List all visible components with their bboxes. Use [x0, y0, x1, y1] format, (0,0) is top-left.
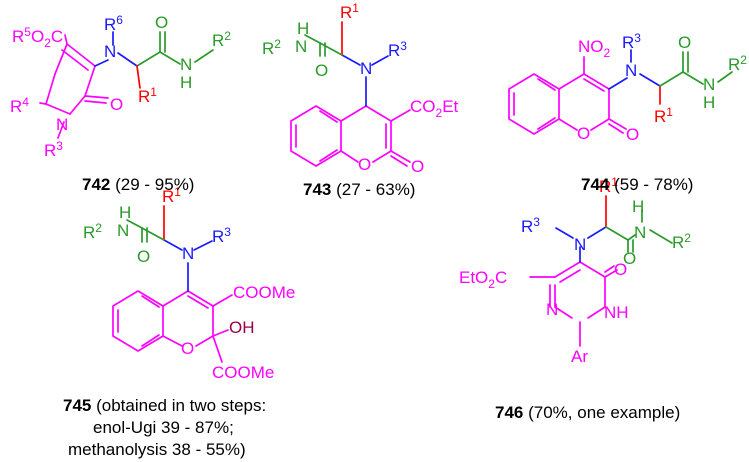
- atom-o-743b: O: [411, 157, 424, 176]
- label-745-line1: 745 (obtained in two steps:: [63, 396, 266, 415]
- compound-742-structure: [39, 31, 214, 139]
- atom-o-745-ring: O: [181, 339, 194, 358]
- compound-746-structure: [529, 195, 673, 347]
- atom-r1-745: R1: [162, 185, 181, 206]
- atom-coome-745a: COOMe: [233, 283, 295, 302]
- atom-r3-744: R3: [622, 31, 641, 52]
- atom-r2-745: R2: [83, 221, 102, 242]
- atom-r3-746: R3: [521, 215, 540, 236]
- atom-eto2c-746: EtO2C: [459, 268, 507, 291]
- label-745-line3: methanolysis 38 - 55%): [68, 440, 246, 459]
- atom-r2-744: R2: [728, 53, 747, 74]
- compound-744-structure: [508, 49, 733, 135]
- atom-o-745a: O: [137, 247, 150, 266]
- atom-r4: R4: [10, 95, 29, 116]
- atom-r1-742: R1: [138, 85, 157, 106]
- atom-r6: R6: [104, 13, 123, 34]
- atom-o-746a: O: [623, 249, 636, 268]
- atom-r3-742: R3: [44, 139, 63, 160]
- atom-n-745-amide: N: [117, 221, 129, 240]
- atom-o-744a: O: [678, 33, 691, 52]
- atom-r3-743: R3: [388, 39, 407, 60]
- atom-o-742b: O: [110, 95, 123, 114]
- label-742: 742 (29 - 95%): [82, 175, 194, 194]
- atom-n-ring-742: N: [56, 115, 68, 134]
- atom-n-746: N: [574, 235, 586, 254]
- atom-h-744: H: [703, 93, 715, 112]
- compound-745-structure: [112, 205, 233, 363]
- atom-r2-746: R2: [672, 231, 691, 252]
- atom-n-746-ring: N: [546, 300, 558, 319]
- atom-r2-742: R2: [212, 29, 231, 50]
- atom-h-742: H: [180, 73, 192, 92]
- atom-r2-743: R2: [262, 37, 281, 58]
- atom-h-746: H: [632, 197, 644, 216]
- atom-no2-744: NO2: [578, 37, 611, 60]
- atom-co2et-743: CO2Et: [410, 97, 459, 120]
- atom-r1-744: R1: [654, 105, 673, 126]
- atom-o-742a: O: [155, 13, 168, 32]
- atom-ar-746: Ar: [571, 347, 588, 366]
- label-746: 746 (70%, one example): [495, 403, 680, 422]
- atom-n-744: N: [625, 61, 637, 80]
- atom-r3-745: R3: [212, 225, 231, 246]
- atom-nh-746: NH: [604, 303, 629, 322]
- atom-nh-742: N: [180, 55, 192, 74]
- atom-n-743-amide: N: [295, 37, 307, 56]
- atom-coome-745b: COOMe: [212, 363, 274, 382]
- atom-o-744b: O: [626, 125, 639, 144]
- atom-n-745: N: [182, 244, 194, 263]
- atom-n-742: N: [104, 42, 116, 61]
- compound-743-structure: [290, 21, 411, 167]
- atom-o-746b: O: [614, 260, 627, 279]
- atom-n-744-amide: N: [703, 75, 715, 94]
- atom-n-746-amide: N: [634, 223, 646, 242]
- atom-h-745: H: [119, 203, 131, 222]
- atom-o-744-ring: O: [577, 124, 590, 143]
- atom-o-743-ring: O: [358, 155, 371, 174]
- atom-h-743: H: [297, 19, 309, 38]
- atom-r5: R5O2C: [12, 25, 63, 50]
- atom-o-743a: O: [315, 61, 328, 80]
- label-745-line2: enol-Ugi 39 - 87%;: [93, 418, 234, 437]
- atom-r1-746: R1: [599, 175, 618, 196]
- label-744: 744 (59 - 78%): [581, 175, 693, 194]
- atom-r1-743: R1: [340, 1, 359, 22]
- label-743: 743 (27 - 63%): [303, 180, 415, 199]
- atom-oh-745: OH: [229, 318, 255, 337]
- atom-n-743: N: [360, 59, 372, 78]
